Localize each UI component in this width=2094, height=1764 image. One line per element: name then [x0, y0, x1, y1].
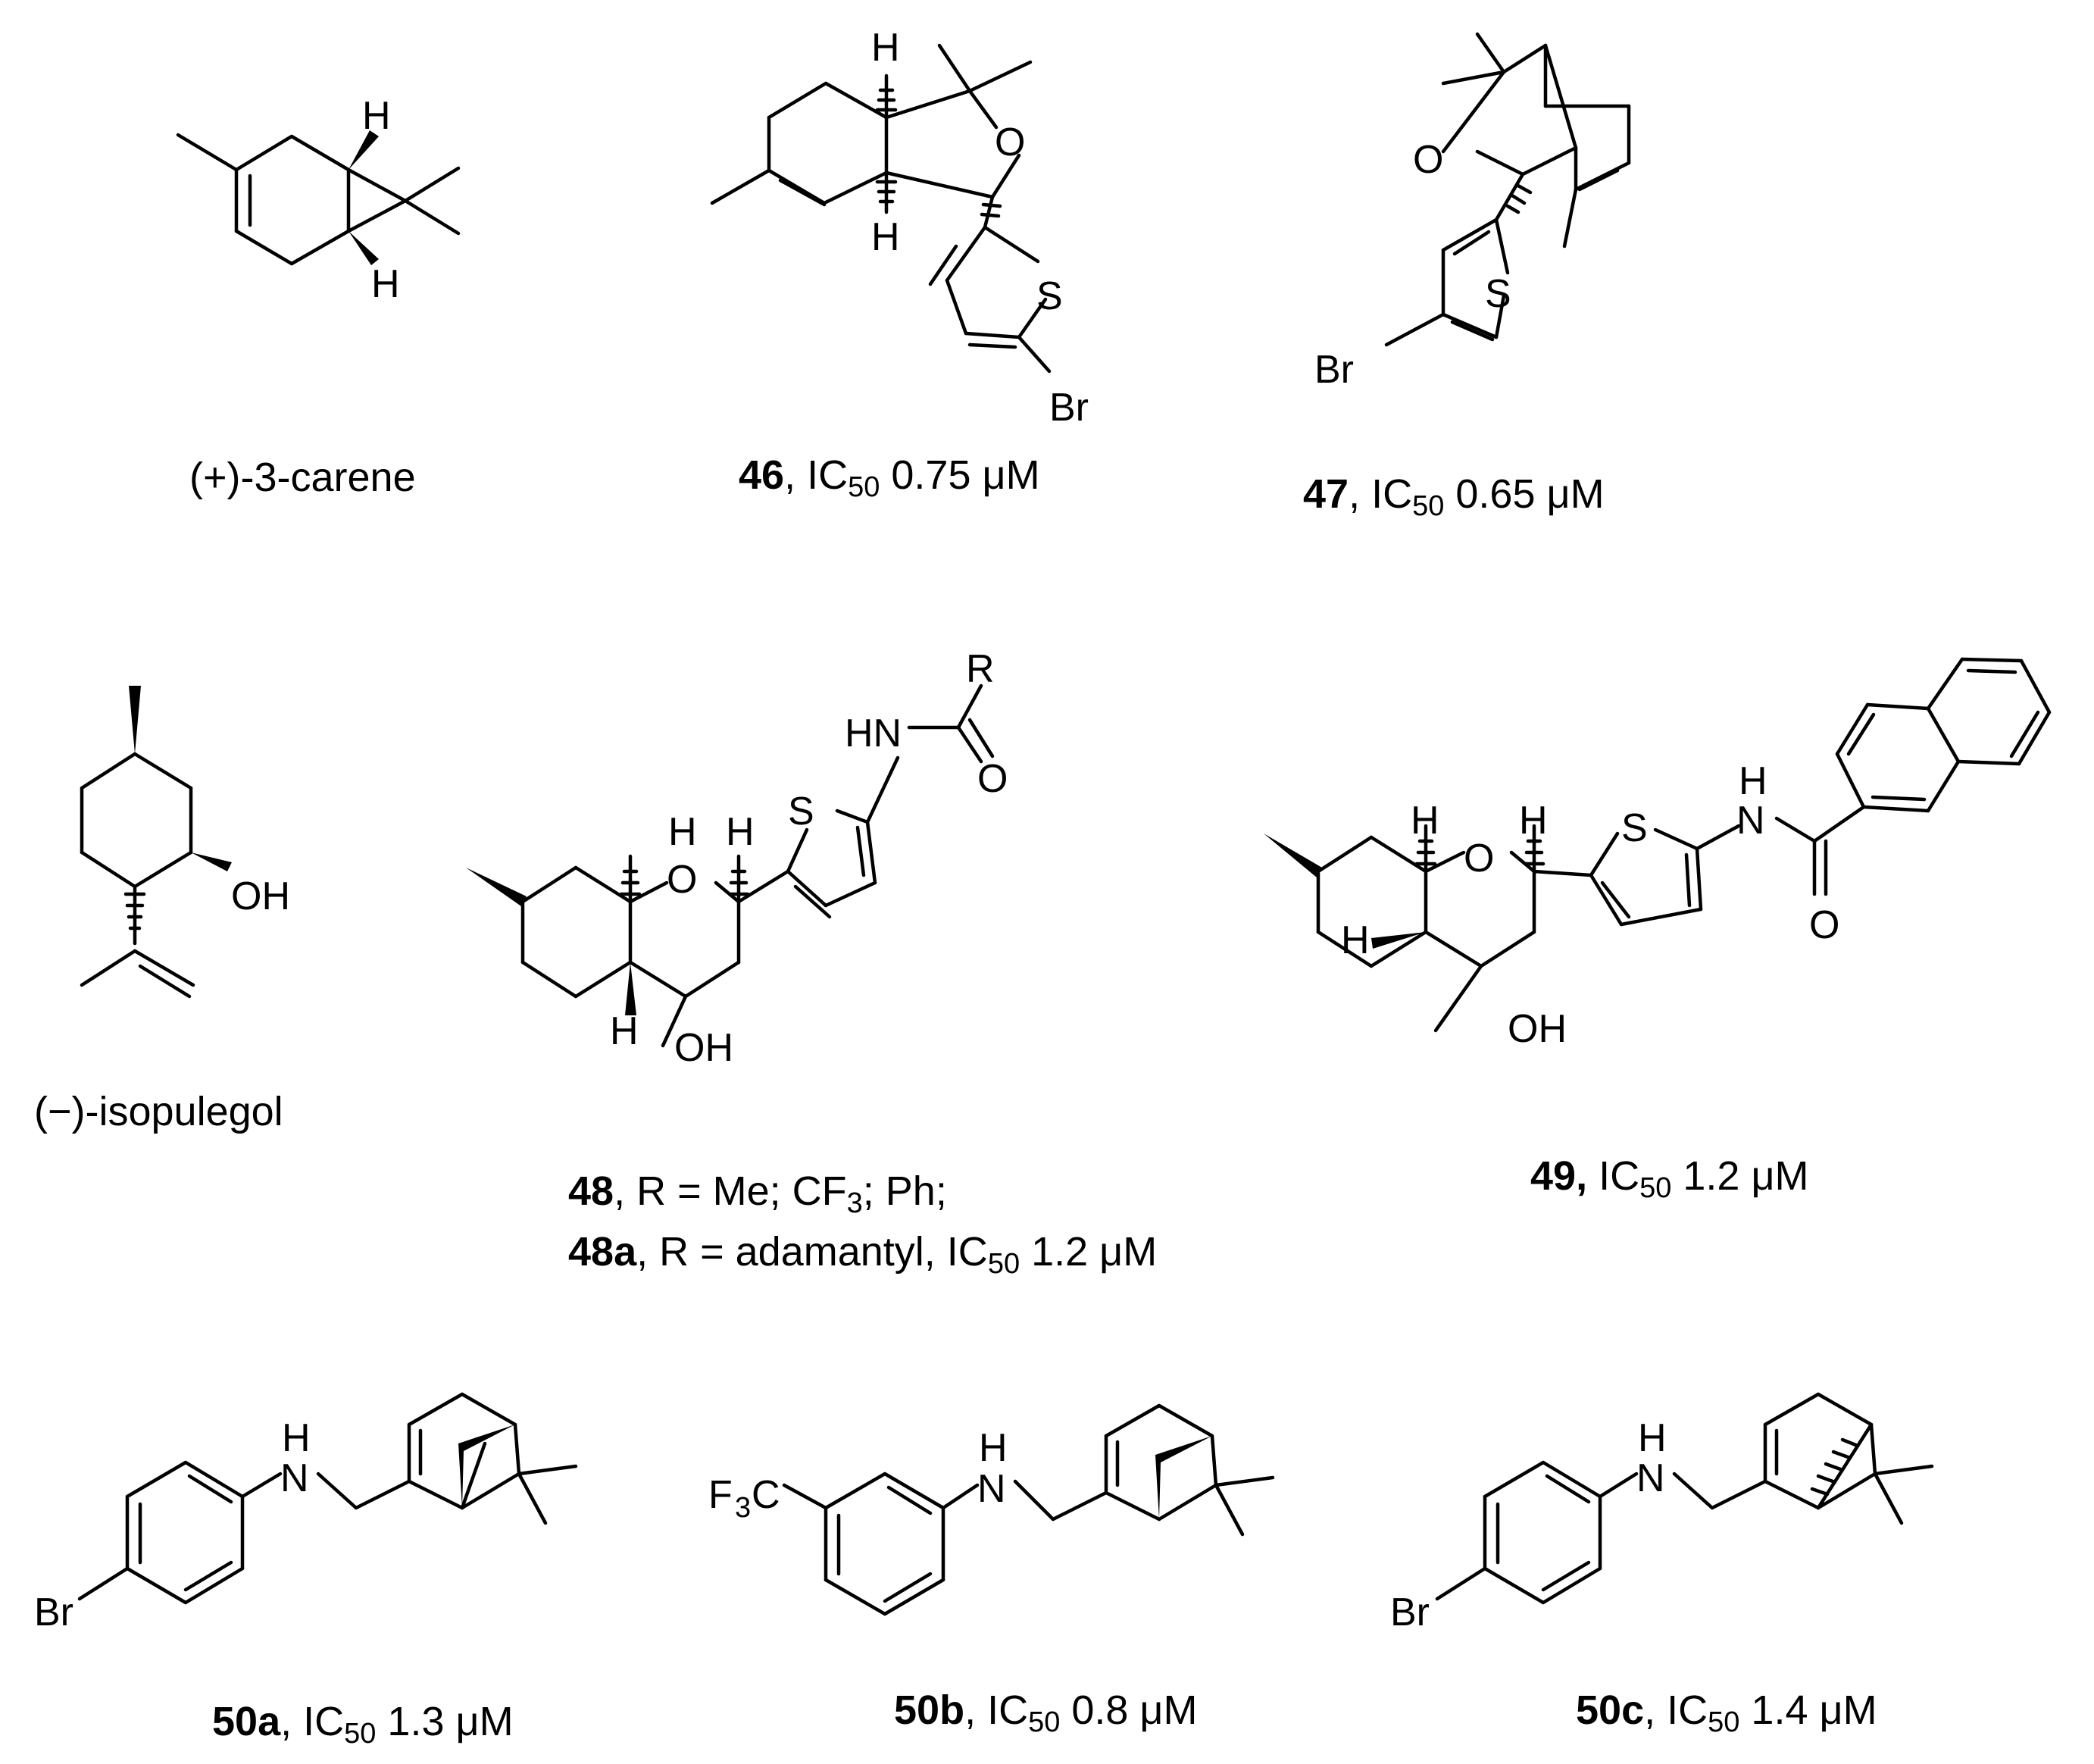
atom-c: C	[752, 1473, 780, 1517]
atom-s: S	[1485, 272, 1511, 316]
atom-h: H	[871, 26, 900, 70]
atom-oh: OH	[1508, 1007, 1567, 1051]
atom-h: H	[1411, 799, 1439, 843]
atom-oh: OH	[674, 1026, 733, 1070]
caption-carene: (+)-3-carene	[189, 455, 416, 500]
atom-h: H	[668, 810, 697, 854]
atom-s: S	[1036, 274, 1063, 318]
atom-s: S	[1621, 806, 1648, 850]
atom-h: H	[610, 1009, 639, 1053]
atom-o: O	[1464, 837, 1494, 880]
caption-50a: 50a, IC50 1.3 μM	[212, 1699, 514, 1750]
atom-h: H	[1739, 759, 1767, 803]
caption-46: 46, IC50 0.75 μM	[739, 452, 1040, 503]
atom-n: N	[977, 1467, 1006, 1511]
atom-h: H	[371, 262, 400, 306]
atom-h: H	[871, 215, 900, 259]
structure-50a: Br H N	[34, 1392, 578, 1634]
atom-n: N	[1736, 799, 1765, 843]
structure-isopulegol: OH	[80, 686, 290, 999]
atom-o: O	[1809, 903, 1839, 947]
structure-48: H O H S H OH HN R O	[466, 647, 1008, 1070]
atom-br: Br	[1314, 348, 1354, 392]
caption-50c: 50c, IC50 1.4 μM	[1576, 1687, 1877, 1738]
atom-h: H	[362, 94, 391, 138]
atom-oh: OH	[231, 874, 290, 918]
atom-h: H	[1638, 1416, 1667, 1460]
atom-o: O	[667, 858, 697, 902]
atom-h: H	[282, 1416, 311, 1460]
atom-r: R	[966, 647, 995, 691]
atom-h: H	[726, 810, 755, 854]
atom-br: Br	[1049, 386, 1089, 430]
caption-48: 48, R = Me; CF3; Ph;	[568, 1168, 947, 1219]
caption-48a: 48a, R = adamantyl, IC50 1.2 μM	[568, 1229, 1157, 1280]
atom-h: H	[979, 1426, 1008, 1470]
caption-isopulegol: (−)-isopulegol	[34, 1089, 283, 1134]
atom-n: N	[1636, 1456, 1665, 1500]
atom-br: Br	[1390, 1590, 1430, 1634]
structure-50c: Br H N	[1390, 1392, 1934, 1634]
atom-hn: HN	[845, 712, 902, 755]
atom-o: O	[995, 120, 1025, 164]
atom-o: O	[1413, 138, 1443, 182]
caption-50b: 50b, IC50 0.8 μM	[894, 1687, 1198, 1738]
atom-f: F	[708, 1473, 733, 1517]
caption-47: 47, IC50 0.65 μM	[1303, 471, 1605, 522]
atom-h: H	[1519, 799, 1548, 843]
structure-carene: H H	[176, 94, 461, 306]
atom-s: S	[788, 790, 814, 834]
structure-50b: F 3 C H N	[708, 1403, 1275, 1616]
atom-f-count: 3	[735, 1492, 751, 1524]
caption-49: 49, IC50 1.2 μM	[1530, 1153, 1809, 1204]
atom-o: O	[977, 757, 1008, 801]
structure-47: O S Br	[1314, 32, 1631, 392]
atom-br: Br	[34, 1590, 73, 1634]
structure-49: H O H H OH S H N O	[1264, 657, 2052, 1051]
structure-46: H H O S Br	[710, 26, 1089, 430]
atom-h: H	[1341, 918, 1370, 962]
atom-n: N	[280, 1456, 309, 1500]
